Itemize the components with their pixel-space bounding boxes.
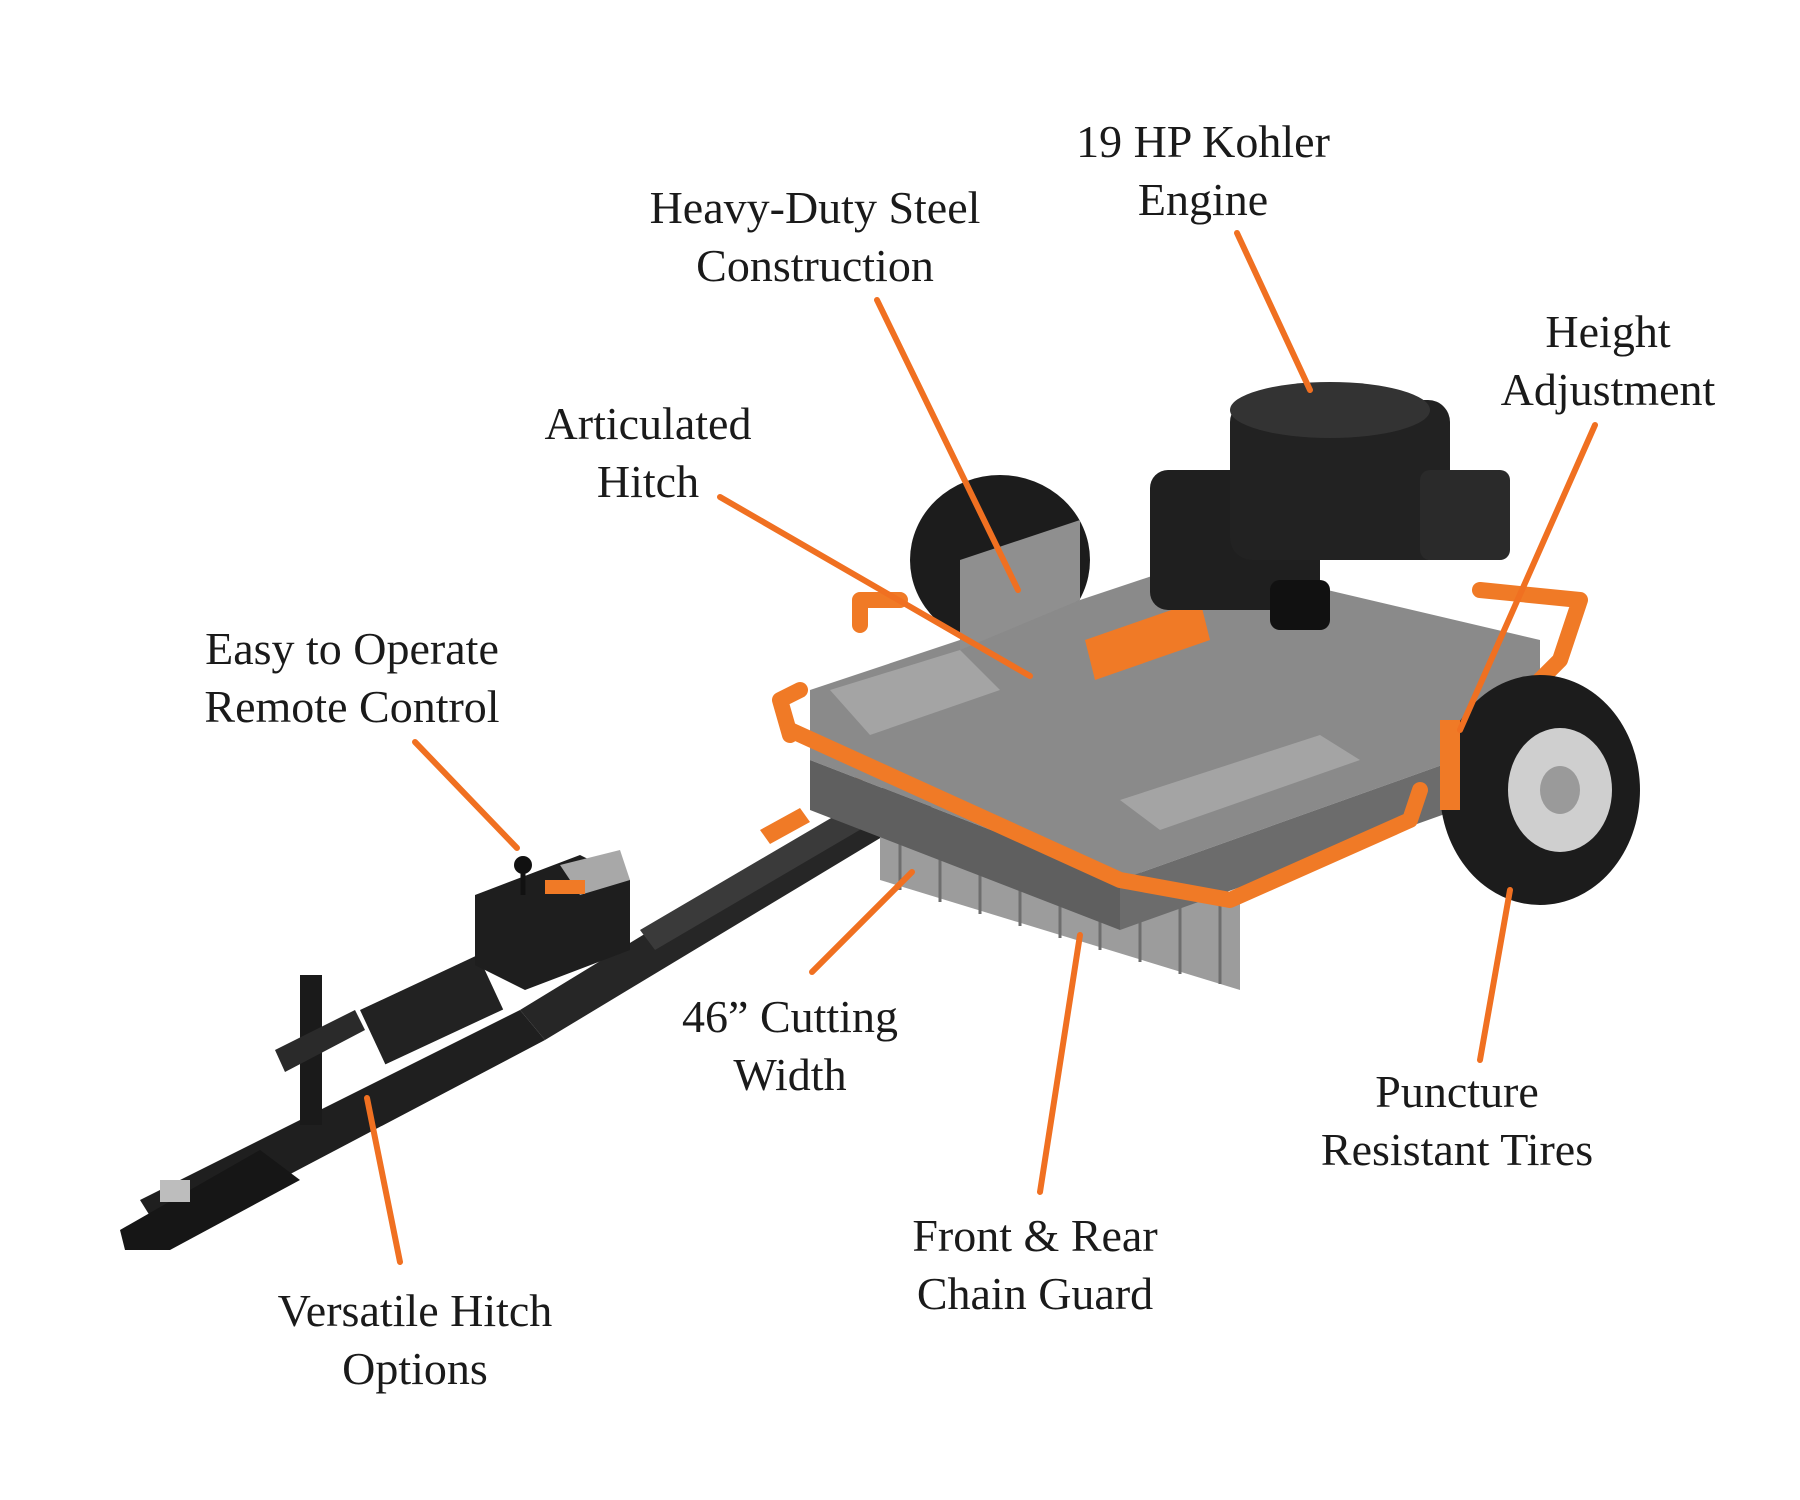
callout-label-tires-line-1: Puncture xyxy=(1375,1066,1539,1117)
callout-label-articulated: Articulated Hitch xyxy=(545,395,752,511)
callout-line-tires xyxy=(1477,887,1513,1063)
callout-line-hitch xyxy=(364,1095,403,1265)
callout-line-engine xyxy=(1234,230,1313,393)
callout-line-cutting xyxy=(809,869,915,975)
callout-label-engine: 19 HP Kohler Engine xyxy=(1076,113,1330,229)
callout-label-hitch-line-1: Versatile Hitch xyxy=(277,1285,553,1336)
callout-label-hitch: Versatile Hitch Options xyxy=(278,1282,553,1398)
callout-label-remote: Easy to Operate Remote Control xyxy=(204,620,499,736)
callout-label-chain-line-1: Front & Rear xyxy=(912,1210,1158,1261)
front-right-tire xyxy=(1440,675,1640,905)
callout-line-steel xyxy=(874,297,1021,593)
callout-lines xyxy=(364,230,1598,1265)
callout-label-tires-line-2: Resistant Tires xyxy=(1320,1124,1594,1175)
remote-control-box xyxy=(475,850,630,990)
engine xyxy=(1150,382,1510,630)
callout-line-height xyxy=(1457,422,1598,733)
mower-deck xyxy=(810,520,1540,930)
callout-label-remote-line-2: Remote Control xyxy=(204,681,500,732)
callout-label-cutting: 46” Cutting Width xyxy=(682,988,898,1104)
callout-label-cutting-line-1: 46” Cutting xyxy=(682,991,898,1042)
callout-line-remote xyxy=(412,739,520,851)
callout-label-articulated-line-2: Hitch xyxy=(596,456,700,507)
callout-label-engine-line-2: Engine xyxy=(1137,174,1269,225)
callout-label-height-line-2: Adjustment xyxy=(1500,364,1716,415)
callout-label-height-line-1: Height xyxy=(1545,306,1671,357)
callout-label-steel: Heavy-Duty Steel Construction xyxy=(650,179,981,295)
height-lever xyxy=(1440,720,1460,810)
orange-frame xyxy=(772,582,1588,908)
callout-label-articulated-line-1: Articulated xyxy=(544,398,752,449)
callout-line-chain xyxy=(1037,932,1083,1195)
callout-label-tires: Puncture Resistant Tires xyxy=(1321,1063,1593,1179)
callout-line-articulated xyxy=(717,494,1033,679)
hitch-coupler xyxy=(120,955,504,1250)
callout-label-cutting-line-2: Width xyxy=(733,1049,847,1100)
callout-label-engine-line-1: 19 HP Kohler xyxy=(1076,116,1330,167)
callout-label-steel-line-1: Heavy-Duty Steel xyxy=(649,182,981,233)
callout-label-hitch-line-2: Options xyxy=(342,1343,488,1394)
callout-label-steel-line-2: Construction xyxy=(696,240,934,291)
callout-label-remote-line-1: Easy to Operate xyxy=(205,623,499,674)
callout-label-chain: Front & Rear Chain Guard xyxy=(912,1207,1157,1323)
callout-label-height: Height Adjustment xyxy=(1501,303,1716,419)
callout-label-chain-line-2: Chain Guard xyxy=(916,1268,1154,1319)
